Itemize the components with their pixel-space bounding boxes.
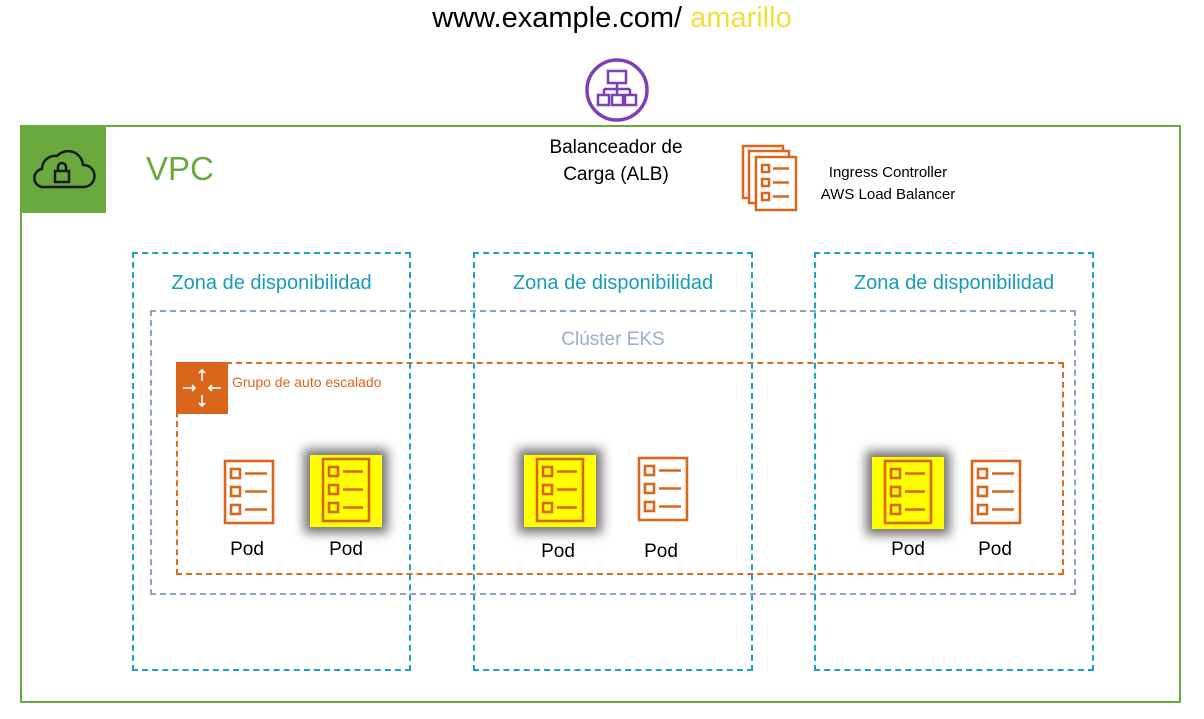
- availability-zone-1: [132, 252, 411, 671]
- vpc-label: VPC: [146, 150, 214, 187]
- auto-scaling-icon: [183, 368, 221, 408]
- ingress-label: Ingress Controller AWS Load Balancer: [808, 162, 968, 206]
- pod-icon: [883, 459, 933, 525]
- vpc-container: [20, 125, 1181, 703]
- pod-6: [970, 459, 1022, 525]
- pod-label: Pod: [329, 539, 363, 560]
- availability-zone-2: [473, 252, 753, 671]
- availability-zone-label: Zona de disponibilidad: [853, 272, 1055, 294]
- pod-icon: [535, 457, 585, 523]
- ingress-label-line1: Ingress Controller: [828, 164, 948, 181]
- eks-cluster-label: Clúster EKS: [561, 329, 665, 350]
- pod-label: Pod: [978, 539, 1012, 560]
- load-balancer-label-line2: Carga (ALB): [563, 164, 669, 185]
- autoscaling-group-label: Grupo de auto escalado: [232, 374, 382, 390]
- pod-icon: [321, 457, 371, 523]
- pod-4: [637, 456, 689, 522]
- pod-icon: [637, 456, 689, 522]
- pod-label: Pod: [891, 539, 925, 560]
- cloud-lock-icon: [33, 149, 96, 189]
- url-highlight: amarillo: [690, 2, 792, 34]
- load-balancer-label-line1: Balanceador de: [549, 137, 683, 158]
- pod-2-highlighted: [310, 455, 382, 527]
- pod-1: [223, 459, 275, 525]
- pod-icon: [970, 459, 1022, 525]
- ingress-controller-icon: [741, 144, 798, 212]
- pod-label: Pod: [230, 539, 264, 560]
- page-title: www.example.com/ amarillo: [0, 2, 1204, 35]
- pod-5-highlighted: [872, 457, 944, 529]
- availability-zone-label: Zona de disponibilidad: [171, 272, 372, 294]
- pod-icon: [223, 459, 275, 525]
- autoscaling-group-container: [176, 362, 1064, 575]
- vpc-badge: [20, 125, 106, 213]
- pod-label: Pod: [541, 541, 575, 562]
- pod-label: Pod: [644, 541, 678, 562]
- availability-zone-label: Zona de disponibilidad: [512, 272, 714, 294]
- pod-3-highlighted: [524, 455, 596, 527]
- load-balancer-icon: [585, 58, 649, 122]
- autoscaling-group-badge: [176, 362, 228, 414]
- load-balancer-label: Balanceador de Carga (ALB): [530, 134, 702, 188]
- url-prefix: www.example.com/: [432, 2, 683, 34]
- ingress-label-line2: AWS Load Balancer: [820, 186, 956, 203]
- availability-zone-3: [814, 252, 1094, 671]
- eks-cluster-container: [150, 310, 1076, 595]
